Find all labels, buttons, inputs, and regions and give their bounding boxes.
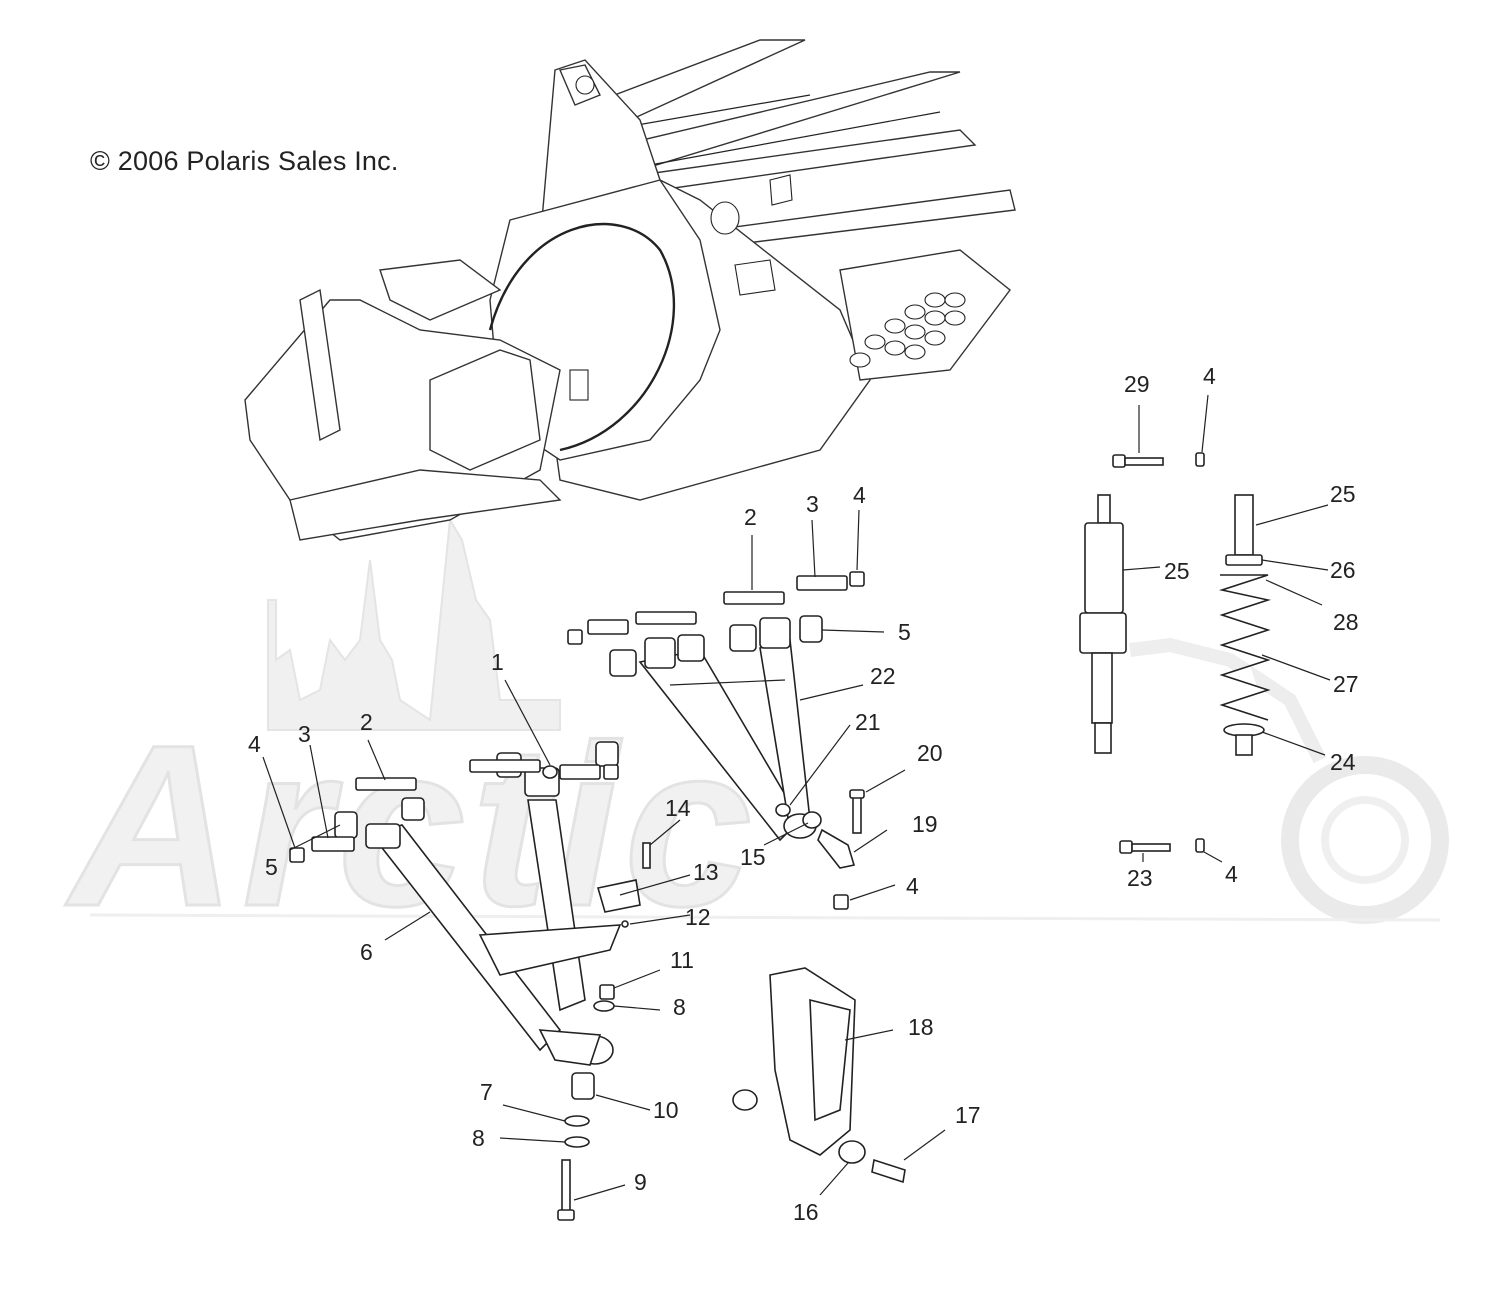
callout-17: 17 — [955, 1102, 981, 1128]
callout-11: 11 — [670, 947, 694, 973]
callout-13: 13 — [693, 859, 719, 885]
lower-a-arm — [289, 741, 622, 1066]
tie-rod-hardware — [802, 789, 865, 910]
callout-7: 7 — [480, 1079, 493, 1105]
upper-a-arm — [567, 571, 865, 842]
callout-26: 26 — [1330, 557, 1356, 583]
callout-19: 19 — [912, 811, 938, 837]
callout-9: 9 — [634, 1169, 647, 1195]
callout-14: 14 — [665, 795, 691, 821]
shock-hardware — [1112, 452, 1205, 854]
callout-10: 10 — [653, 1097, 679, 1123]
callout-28: 28 — [1333, 609, 1359, 635]
callout-4: 4 — [906, 873, 919, 899]
callout-25: 25 — [1164, 558, 1190, 584]
callout-3: 3 — [806, 491, 819, 517]
copyright-notice: © 2006 Polaris Sales Inc. — [90, 146, 399, 176]
callout-5: 5 — [265, 854, 278, 880]
callout-27: 27 — [1333, 671, 1359, 697]
callout-22: 22 — [870, 663, 896, 689]
callout-4: 4 — [853, 482, 866, 508]
callout-25: 25 — [1330, 481, 1356, 507]
callout-24: 24 — [1330, 749, 1356, 775]
callout-15: 15 — [740, 844, 766, 870]
callout-16: 16 — [793, 1199, 819, 1225]
callout-1: 1 — [491, 649, 504, 675]
callout-8: 8 — [673, 994, 686, 1020]
frame-holes — [849, 292, 966, 368]
watermark-text: Arctic — [65, 697, 758, 954]
chassis-frame — [244, 39, 1016, 541]
callout-2: 2 — [360, 709, 373, 735]
callout-4: 4 — [248, 731, 261, 757]
steering-hardware — [593, 842, 651, 1012]
callout-4: 4 — [1225, 861, 1238, 887]
callout-20: 20 — [917, 740, 943, 766]
spindle — [732, 967, 906, 1184]
callout-23: 23 — [1127, 865, 1153, 891]
callout-labels: 29 4 25 25 26 28 27 24 23 4 2 3 4 5 22 2… — [248, 363, 1359, 1225]
callout-18: 18 — [908, 1014, 934, 1040]
callout-8: 8 — [472, 1125, 485, 1151]
callout-4: 4 — [1203, 363, 1216, 389]
callout-3: 3 — [298, 721, 311, 747]
coilover-shock — [1218, 494, 1272, 756]
callout-12: 12 — [685, 904, 711, 930]
leader-lines — [262, 394, 1331, 1201]
watermark-logo: Arctic — [64, 516, 1449, 956]
callout-2: 2 — [744, 504, 757, 530]
callout-29: 29 — [1124, 371, 1150, 397]
callout-21: 21 — [855, 709, 881, 735]
shock-absorber — [1079, 494, 1127, 754]
ball-joint-hardware — [557, 1072, 595, 1221]
callout-6: 6 — [360, 939, 373, 965]
callout-5: 5 — [898, 619, 911, 645]
